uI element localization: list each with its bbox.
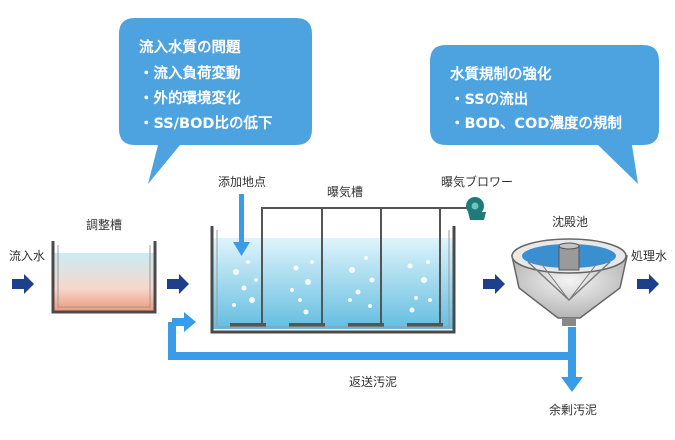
flow-arrow-icon [167,274,189,294]
equalization-tank-label: 調整槽 [86,217,122,232]
influent-arrow-icon [12,274,34,294]
right-bubble-title: 水質規制の強化 [450,65,552,83]
settling-tank [511,238,628,326]
right-bubble-item: ・BOD、COD濃度の規制 [450,114,622,132]
dosing-arrow-icon [233,194,250,256]
right-speech-bubble: 水質規制の強化 ・SSの流出 ・BOD、COD濃度の規制 [430,45,659,184]
excess-sludge-label: 余剰汚泥 [549,402,597,417]
aeration-blower-label: 曝気ブロワー [441,174,513,189]
left-speech-bubble: 流入水質の問題 ・流入負荷変動 ・外的環境変化 ・SS/BOD比の低下 [119,18,312,184]
flow-arrow-icon [483,274,505,294]
aeration-tank-label: 曝気槽 [327,184,363,199]
equalization-tank [51,241,157,314]
return-sludge-line [168,312,576,360]
return-sludge-label: 返送汚泥 [349,374,397,389]
settling-tank-label: 沈殿池 [552,214,588,229]
dosing-point-label: 添加地点 [218,175,266,189]
treated-water-label: 処理水 [631,249,667,263]
treated-water-arrow-icon [637,274,659,294]
aeration-blower-icon [466,197,486,220]
aeration-tank [210,207,468,334]
left-bubble-title: 流入水質の問題 [139,38,241,56]
left-bubble-item: ・流入負荷変動 [139,64,241,82]
left-bubble-item: ・外的環境変化 [139,89,241,107]
influent-label: 流入水 [9,249,45,263]
left-bubble-item: ・SS/BOD比の低下 [139,114,272,132]
right-bubble-item: ・SSの流出 [450,90,528,108]
excess-sludge-arrow-icon [561,356,583,392]
